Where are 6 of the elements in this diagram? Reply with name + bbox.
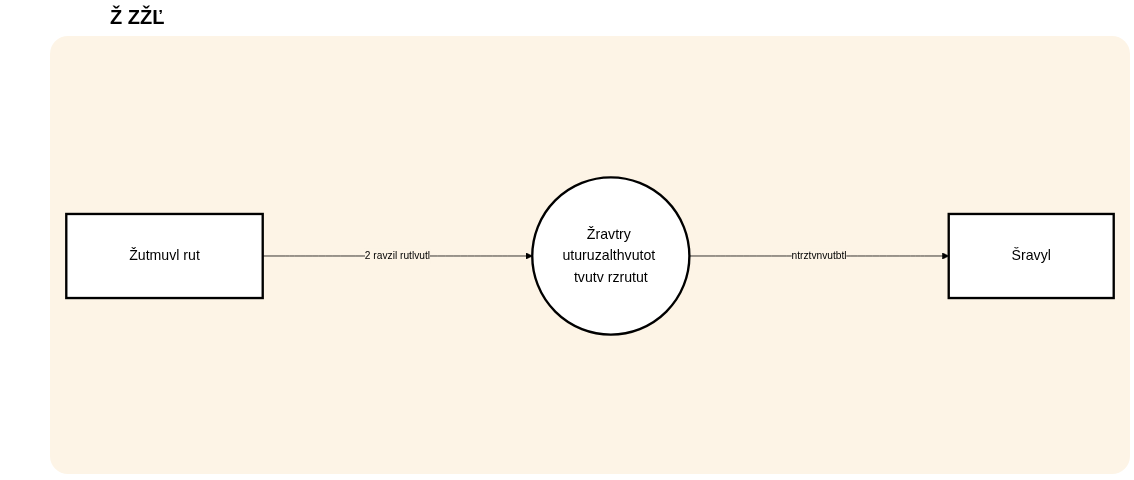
node-circle: Žravtry uturuzalthvutot tvutv rzrutut [531,176,691,336]
edge-label: 2 ravzil rutlvutl [364,249,431,262]
node-box: Šravyl [947,212,1115,300]
edge-label: ntrztvnvutbtl [791,249,847,262]
node-box: Žutmuvl rut [65,212,264,300]
title: Ž ZŽĽ [110,4,165,30]
